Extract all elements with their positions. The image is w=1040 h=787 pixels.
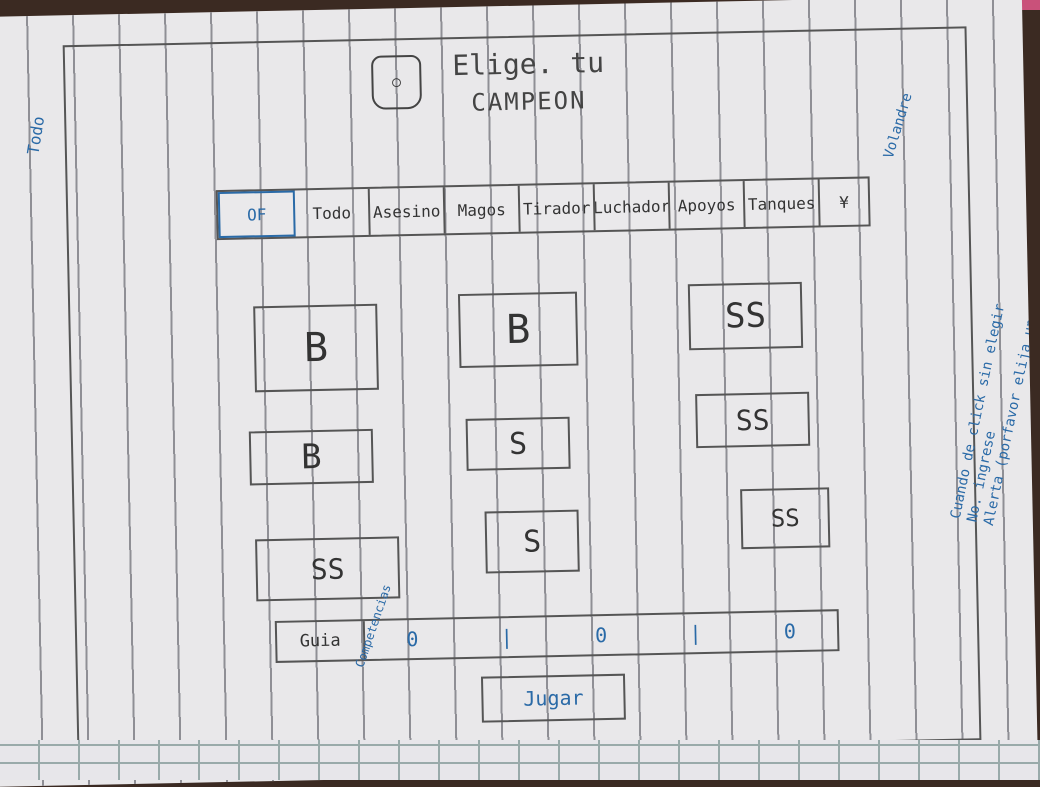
guide-mark: | [500,624,514,650]
tab-support[interactable]: Apoyos [669,181,746,229]
tab-assassin[interactable]: Asesino [369,187,446,235]
tab-mages[interactable]: Magos [444,185,521,234]
champion-card[interactable]: SS [740,487,831,550]
tab-favorites[interactable]: OF [217,190,296,239]
tab-marksman[interactable]: Tirador [519,184,596,232]
champion-card[interactable]: B [253,303,379,393]
champion-card[interactable]: S [484,509,580,574]
guide-mark: 0 [406,626,419,652]
tab-tanks[interactable]: Tanques [744,179,821,228]
champion-card[interactable]: SS [687,281,804,351]
title-line-1: Elige. tu [451,45,605,83]
guide-mark: 0 [783,619,797,644]
play-button[interactable]: Jugar [480,673,626,723]
tab-all[interactable]: Todo [294,188,371,237]
page-title: Elige. tu CAMPEON [368,46,689,118]
champion-card[interactable]: B [248,428,374,486]
champion-card[interactable]: SS [695,391,811,449]
next-page-grid [0,740,1040,780]
guide-track[interactable]: 0 | 0 | 0 [365,618,837,652]
tab-fighter[interactable]: Luchador [594,182,671,231]
champion-card[interactable]: B [457,291,579,369]
guide-mark: | [689,621,702,646]
champion-card[interactable]: S [465,416,571,471]
tab-more[interactable]: ¥ [839,192,850,212]
guide-button[interactable]: Guia [276,621,366,661]
guide-mark: 0 [594,623,608,648]
